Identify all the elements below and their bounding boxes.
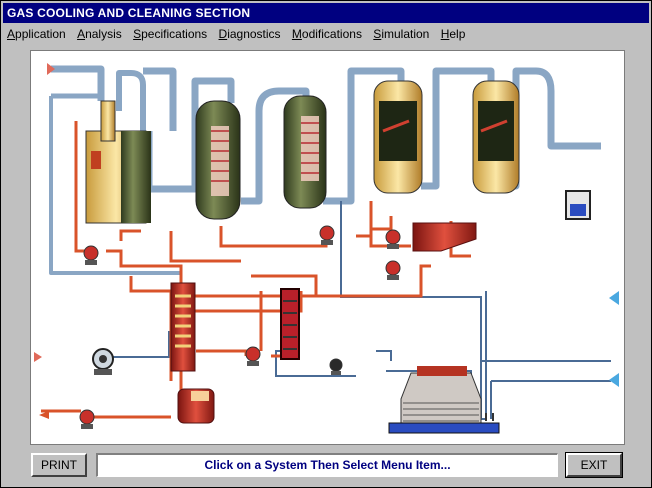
- menu-specifications[interactable]: Specifications: [133, 27, 208, 41]
- blower[interactable]: [92, 348, 114, 375]
- menu-analysis[interactable]: Analysis: [77, 27, 122, 41]
- menu-modifications[interactable]: Modifications: [291, 27, 362, 41]
- blue-arrow-right-top: [609, 291, 619, 305]
- scrubber-column-2[interactable]: [283, 95, 327, 209]
- seal-pot[interactable]: [565, 190, 591, 220]
- process-diagram[interactable]: [30, 50, 625, 445]
- gas-cooler[interactable]: [170, 282, 196, 372]
- inlet-arrow-left: [34, 352, 42, 362]
- pump[interactable]: [83, 245, 99, 265]
- menu-simulation[interactable]: Simulation: [373, 27, 430, 41]
- menu-help[interactable]: Help: [440, 27, 466, 41]
- menu-application[interactable]: Application: [7, 27, 66, 41]
- status-bar: Click on a System Then Select Menu Item.…: [96, 453, 558, 477]
- pump[interactable]: [385, 229, 401, 249]
- sludge-drum[interactable]: [177, 388, 215, 424]
- cooling-tower[interactable]: [388, 366, 500, 434]
- quench-tower[interactable]: [85, 100, 151, 224]
- exit-button[interactable]: EXIT: [565, 452, 623, 478]
- menu-diagnostics[interactable]: Diagnostics: [218, 27, 281, 41]
- pump[interactable]: [329, 358, 343, 375]
- pump[interactable]: [319, 225, 335, 245]
- scrubber-column-1[interactable]: [195, 100, 241, 220]
- pump[interactable]: [385, 260, 401, 280]
- menu-bar: Application Analysis Specifications Diag…: [3, 25, 649, 43]
- print-button[interactable]: PRINT: [31, 453, 87, 477]
- pump[interactable]: [245, 346, 261, 366]
- window-title: GAS COOLING AND CLEANING SECTION: [3, 3, 649, 23]
- precipitator-1[interactable]: [373, 80, 423, 194]
- blue-arrow-right-bottom: [609, 373, 619, 387]
- inlet-arrow-top-left: [47, 63, 55, 75]
- settling-tank[interactable]: [412, 222, 477, 252]
- heat-exchanger[interactable]: [280, 288, 300, 360]
- precipitator-2[interactable]: [472, 80, 520, 194]
- pump[interactable]: [79, 409, 95, 429]
- outlet-arrow-left: [39, 411, 49, 419]
